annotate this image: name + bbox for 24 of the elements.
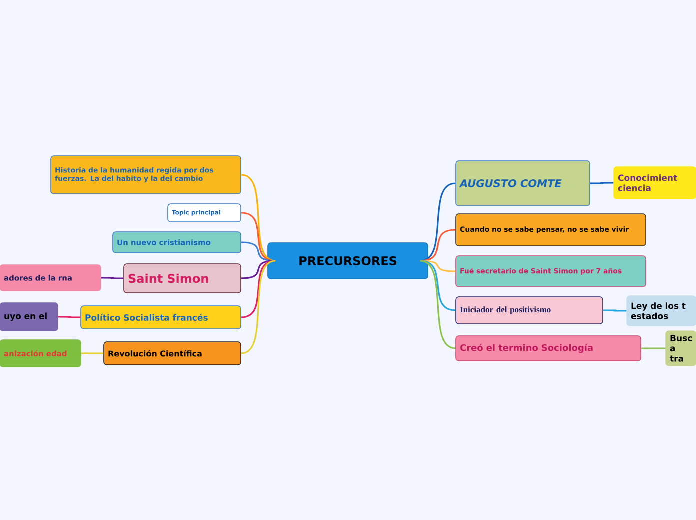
connector xyxy=(241,260,276,280)
topic-box: AUGUSTO COMTE xyxy=(456,160,590,206)
subtopic-box: Conocimient ciencia xyxy=(614,166,696,200)
connector xyxy=(241,242,276,262)
topic-box: Iniciador del positivismo xyxy=(456,296,604,324)
subtopic-box: Ley de los t estados xyxy=(626,296,696,326)
subtopic-box: Busc a tra xyxy=(666,330,696,366)
connector xyxy=(603,310,627,312)
connector xyxy=(101,277,124,280)
connector xyxy=(241,260,276,354)
connector xyxy=(641,348,666,350)
topic-box: Revolución Científica xyxy=(104,342,242,366)
connector xyxy=(590,182,614,184)
subtopic-box: uyo en el xyxy=(0,302,58,332)
connector xyxy=(58,316,81,318)
connector xyxy=(420,260,456,350)
connector xyxy=(81,352,104,354)
connector xyxy=(420,260,456,312)
topic-box: Saint Simon xyxy=(124,264,242,294)
topic-box: Creó el termino Sociología xyxy=(456,336,642,362)
central-topic-box: PRECURSORES xyxy=(268,242,428,280)
connector xyxy=(420,260,456,272)
connector xyxy=(420,229,456,262)
topic-box: Político Socialista francés xyxy=(80,306,242,330)
